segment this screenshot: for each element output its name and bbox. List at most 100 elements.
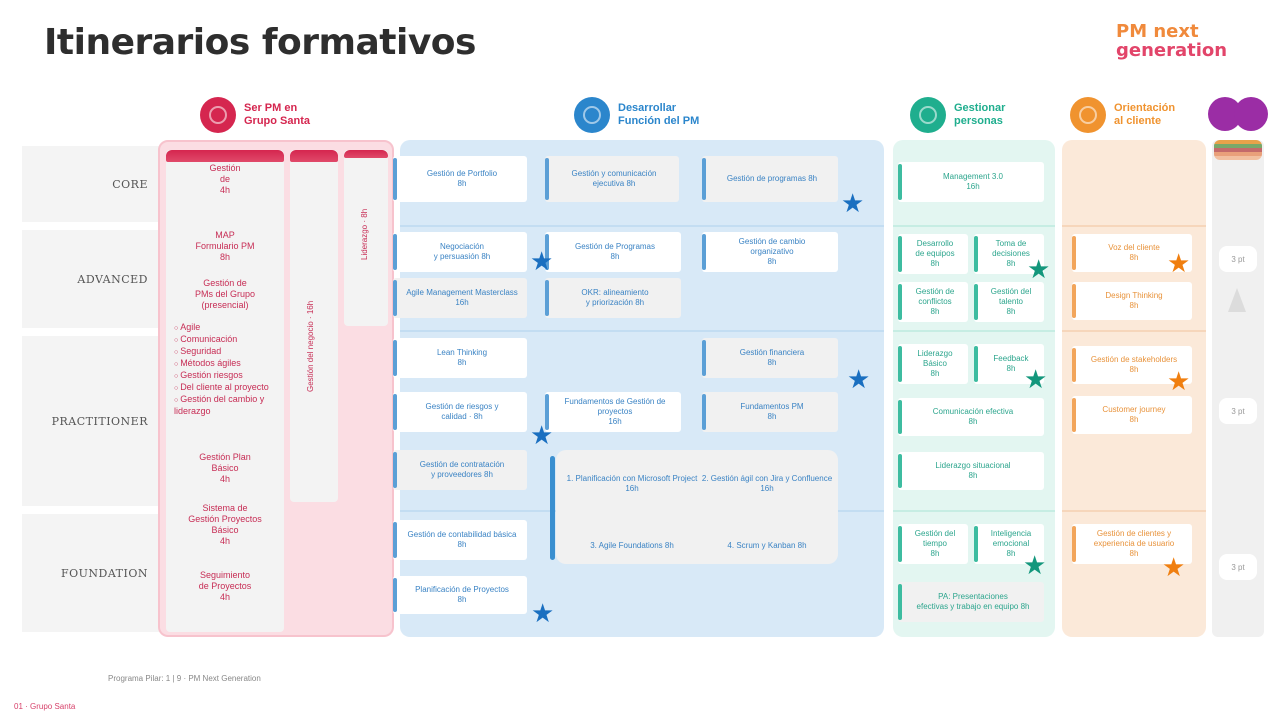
star-icon: ★ [531,598,555,628]
course-card[interactable]: Gestión del talento 8h [974,282,1044,322]
course-card[interactable]: Lean Thinking 8h [393,338,527,378]
course-card[interactable]: Fundamentos de Gestión de proyectos 16h [545,392,681,432]
red-vertical-course[interactable]: Gestión del negocio · 16h [306,300,315,392]
row-divider [1062,225,1206,227]
course-card[interactable]: Gestión financiera 8h [702,338,838,378]
red-column-cap [344,150,388,158]
group-course[interactable]: 4. Scrum y Kanban 8h [727,541,807,550]
course-card[interactable]: Gestión de clientes y experiencia de usu… [1072,524,1192,564]
row-divider [893,225,1055,227]
red-course-block[interactable]: Sistema de Gestión Proyectos Básico 4h [188,503,262,546]
course-card[interactable]: Gestión de cambio organizativo 8h [702,232,838,272]
row-band-practitioner: PRACTITIONER [22,336,160,506]
red-column-cap [290,150,338,162]
list-item: Seguridad [174,346,282,358]
people-icon [910,97,946,133]
course-card[interactable]: Management 3.0 16h [898,162,1044,202]
row-divider [1062,510,1206,512]
level-badge: 3 pt [1219,554,1257,580]
course-card[interactable]: Planificación de Proyectos 8h [393,576,527,614]
red-vertical-course[interactable]: Liderazgo · 8h [360,208,369,260]
list-item: Del cliente al proyecto [174,382,282,394]
row-divider [893,330,1055,332]
footnote: Programa Pilar: 1 | 9 · PM Next Generati… [108,674,261,683]
star-icon: ★ [530,246,554,276]
list-item: Gestión del cambio y liderazgo [174,394,282,417]
target-icon [574,97,610,133]
level-badge: 3 pt [1219,246,1257,272]
course-card[interactable]: Gestión de conflictos 8h [898,282,968,322]
course-card[interactable]: Negociación y persuasión 8h [393,232,527,272]
level-badge: 3 pt [1219,398,1257,424]
course-card[interactable]: Gestión de stakeholders 8h [1072,346,1192,384]
course-card[interactable]: Agile Management Masterclass 16h [393,278,527,318]
course-card[interactable]: Gestión de Portfolio 8h [393,156,527,202]
color-stripes [1214,140,1262,160]
target-icon [200,97,236,133]
course-card[interactable]: Gestión de riesgos y calidad · 8h [393,392,527,432]
group-course[interactable]: 2. Gestión ágil con Jira y Confluence 16… [701,474,833,493]
course-card[interactable]: Liderazgo situacional 8h [898,452,1044,490]
row-divider [400,330,884,332]
course-card[interactable]: Toma de decisiones 8h [974,234,1044,274]
star-icon: ★ [1027,254,1051,284]
star-icon: ★ [847,364,871,394]
course-card[interactable]: Feedback 8h [974,344,1044,384]
star-icon: ★ [1162,552,1186,582]
stripe [1214,152,1262,156]
course-card[interactable]: Desarrollo de equipos 8h [898,234,968,274]
course-card[interactable]: Comunicación efectiva 8h [898,398,1044,436]
customer-icon [1070,97,1106,133]
section-label: Ser PM en Grupo Santa [244,102,311,127]
row-band-advanced: ADVANCED [22,230,160,328]
course-card[interactable]: Voz del cliente 8h [1072,234,1192,272]
course-card[interactable]: Customer journey 8h [1072,396,1192,434]
red-topic-list: Agile Comunicación Seguridad Métodos ági… [174,322,282,417]
row-divider [1062,330,1206,332]
group-bar [550,456,555,560]
group-course[interactable]: 1. Planificación con Microsoft Project 1… [566,474,698,493]
row-label: PRACTITIONER [51,414,148,428]
section-header-orange: Orientación al cliente [1070,97,1175,133]
course-card[interactable]: Inteligencia emocional 8h [974,524,1044,564]
course-card[interactable]: Gestión de contratación y proveedores 8h [393,450,527,490]
red-column-cap [166,150,284,162]
row-band-core: CORE [22,146,160,222]
red-course-block[interactable]: Gestión Plan Básico 4h [199,452,251,484]
list-item: Comunicación [174,334,282,346]
star-icon: ★ [1024,364,1048,394]
course-card[interactable]: Gestión de programas 8h [702,156,838,202]
course-card[interactable]: PA: Presentaciones efectivas y trabajo e… [898,582,1044,622]
course-card[interactable]: Design Thinking 8h [1072,282,1192,320]
course-card[interactable]: Gestión del tiempo 8h [898,524,968,564]
star-icon: ★ [1167,248,1191,278]
page-title: Itinerarios formativos [44,22,476,63]
list-item: Agile [174,322,282,334]
red-column-2 [290,150,338,502]
star-icon: ★ [530,420,554,450]
course-card[interactable]: Gestión de contabilidad básica 8h [393,520,527,560]
section-label: Desarrollar Función del PM [618,102,700,127]
row-band-foundation: FOUNDATION [22,514,160,632]
section-label: Orientación al cliente [1114,102,1176,127]
red-course-block[interactable]: Gestión de 4h [209,163,241,195]
course-card[interactable]: Fundamentos PM 8h [702,392,838,432]
red-course-block[interactable]: Seguimiento de Proyectos 4h [198,570,252,602]
course-card[interactable]: Liderazgo Básico 8h [898,344,968,384]
group-course[interactable]: 3. Agile Foundations 8h [590,541,674,550]
list-item: Gestión riesgos [174,370,282,382]
red-course-block[interactable]: MAP Formulario PM 8h [195,230,255,262]
row-label: ADVANCED [77,272,148,286]
logo-line-2: generation [1116,40,1228,61]
course-card[interactable]: OKR: alineamiento y priorización 8h [545,278,681,318]
row-label: FOUNDATION [60,566,148,580]
section-header-green: Gestionar personas [910,97,1005,133]
star-icon: ★ [1167,366,1191,396]
cone-icon [1228,288,1246,312]
row-divider [400,225,884,227]
red-course-block[interactable]: Gestión de PMs del Grupo (presencial) [194,278,256,310]
course-card[interactable]: Gestión de Programas 8h [545,232,681,272]
course-card[interactable]: Gestión y comunicación ejecutiva 8h [545,156,679,202]
section-label: Gestionar personas [954,102,1006,127]
list-item: Métodos ágiles [174,358,282,370]
